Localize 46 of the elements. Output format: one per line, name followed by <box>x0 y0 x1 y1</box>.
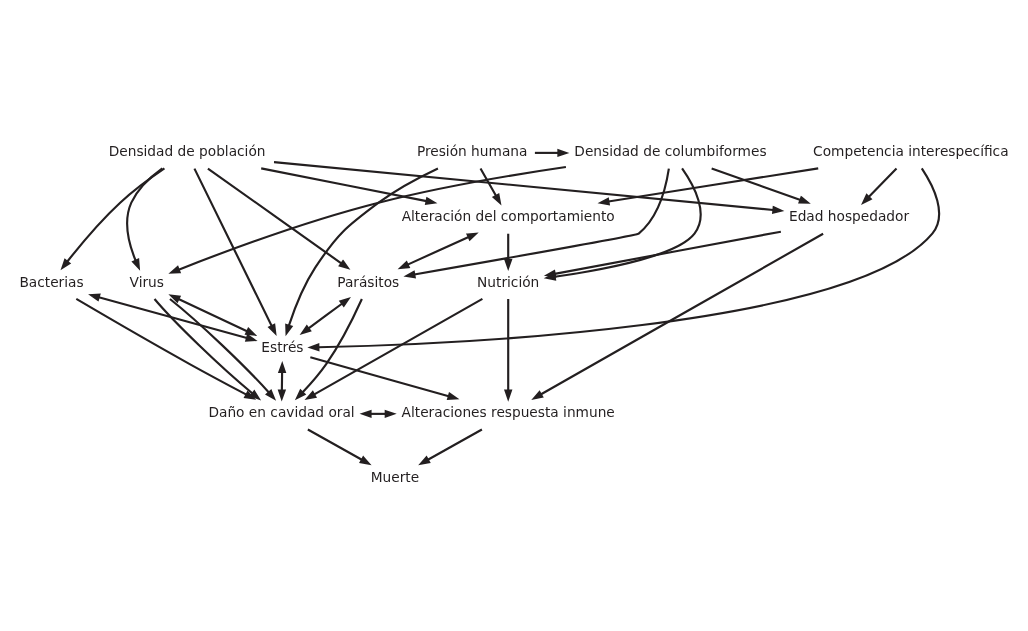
node-text: Nutrición <box>477 273 540 290</box>
arrow <box>304 297 483 400</box>
arrow <box>273 160 785 214</box>
node-text: Densidad de población <box>108 142 266 159</box>
arrow <box>504 298 513 402</box>
node-text: Alteraciones respuesta inmune <box>401 403 615 420</box>
arrow <box>479 167 502 205</box>
arrow <box>534 148 570 157</box>
arrow <box>207 167 351 270</box>
arrow <box>88 292 258 342</box>
arrow <box>277 360 287 402</box>
arrow <box>397 231 479 269</box>
arrow <box>193 167 277 336</box>
arrow <box>169 297 277 401</box>
node-text: Bacterias <box>19 273 84 290</box>
node-text: Edad hospedador <box>788 207 910 224</box>
node-text: Virus <box>129 273 164 290</box>
arrow <box>126 167 163 271</box>
node-text: Densidad de columbiformes <box>574 142 767 159</box>
arrow <box>294 298 363 400</box>
arrow <box>597 166 819 205</box>
arrow <box>285 166 439 336</box>
node-text: Muerte <box>370 468 420 485</box>
arrow <box>75 297 257 400</box>
arrow <box>543 230 782 278</box>
node-text: Competencia interespecífica <box>813 142 1009 159</box>
arrow <box>711 166 811 204</box>
arrow <box>168 293 258 336</box>
arrow <box>504 233 513 271</box>
arrow <box>299 296 351 335</box>
arrow <box>307 167 941 351</box>
arrow <box>307 428 372 465</box>
node-text: Estrés <box>261 338 304 355</box>
node-text: Presión humana <box>416 142 528 159</box>
arrow <box>531 232 824 400</box>
arrow <box>310 355 460 400</box>
arrow <box>403 167 670 278</box>
arrow <box>60 167 166 270</box>
arrow <box>153 297 262 400</box>
node-text: Parásitos <box>337 273 400 290</box>
node-text: Daño en cavidad oral <box>208 403 355 420</box>
node-text: Alteración del comportamiento <box>401 207 615 224</box>
arrow <box>168 165 567 274</box>
arrow <box>861 167 898 205</box>
arrow <box>261 166 438 205</box>
arrow <box>418 428 483 465</box>
